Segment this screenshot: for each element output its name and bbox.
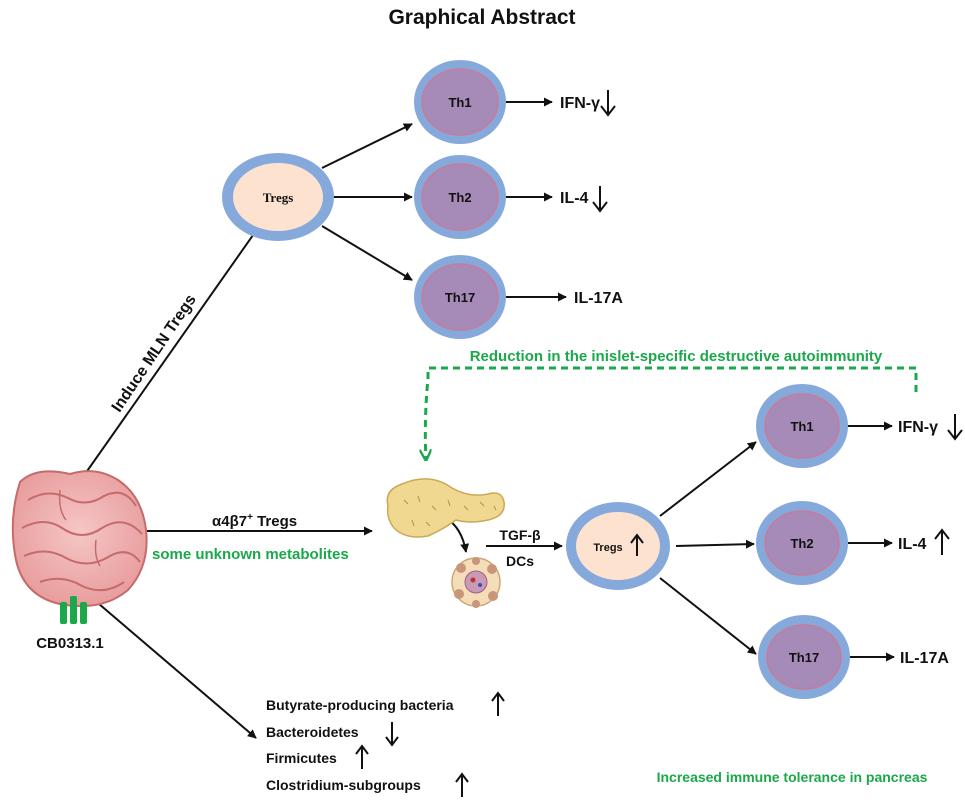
induce-arrow [77,227,259,485]
bottom-ifn-label: IFN-γ [898,419,938,436]
top-il17a-label: IL-17A [574,290,623,307]
top-th2-cell: Th2 [414,155,506,239]
bacteria-1-up-arrow-icon [491,691,505,716]
top-il4-down-arrow-icon [592,186,608,213]
induce-mln-label: Induce MLN Tregs [109,292,200,416]
top-th17-label: Th17 [445,290,475,305]
top-ifn-down-arrow-icon [600,90,616,117]
bottom-il4-label: IL-4 [898,536,927,553]
intestine-icon [11,470,148,608]
top-ifn-label: IFN-γ [560,95,600,112]
bacteria-3-up-arrow-icon [355,744,369,769]
top-tregs-cell: Tregs [222,153,334,241]
top-th2-label: Th2 [448,190,471,205]
bottom-ifn-down-arrow-icon [947,414,963,441]
bottom-il17a-label: IL-17A [900,650,949,667]
bacteria-arrow [91,597,257,739]
bottom-tregs-cell: Tregs [566,502,670,590]
arrow-tregs-th17-top [321,225,413,281]
strain-label: CB0313.1 [36,635,104,652]
feedback-label: Reduction in the inislet-specific destru… [470,348,883,365]
pancreas-icon [386,478,505,538]
arrow-tregs-th17-bottom [659,577,757,655]
bottom-tregs-label: Tregs [593,542,622,554]
metabolites-label: some unknown metabolites [152,546,349,563]
page-title: Graphical Abstract [388,6,575,29]
tgf-beta-label: TGF-β [499,527,541,543]
bottom-th17-label: Th17 [789,650,819,665]
top-il4-label: IL-4 [560,190,589,207]
bottom-th2-label: Th2 [790,536,813,551]
top-th1-label: Th1 [448,95,471,110]
top-th17-cell: Th17 [414,255,506,339]
conclusion-label: Increased immune tolerance in pancreas [657,769,928,785]
bottom-th1-label: Th1 [790,419,813,434]
dcs-label: DCs [506,553,534,569]
bottom-th17-cell: Th17 [758,615,850,699]
islet-icon [451,557,501,608]
bacteria-2-down-arrow-icon [385,722,399,747]
arrow-group [77,97,895,739]
bacteria-4-label: Clostridium-subgroups [266,777,421,793]
arrow-tregs-th1-bottom [659,441,757,517]
bottom-th2-cell: Th2 [756,501,848,585]
top-th1-cell: Th1 [414,60,506,144]
bottom-th1-cell: Th1 [756,384,848,468]
arrow-tregs-th1-top [321,123,413,169]
bacteria-3-label: Firmicutes [266,750,337,766]
arrow-tregs-th2-bottom [675,539,755,549]
feedback-dashed-arrow [425,366,918,460]
bacteria-4-up-arrow-icon [455,772,469,797]
bacteria-1-label: Butyrate-producing bacteria [266,697,454,713]
a4b7-tregs-label: α4β7+ Tregs [212,512,297,530]
bottom-il4-up-arrow-icon [934,528,950,555]
cb-strain-bars-icon [60,596,87,624]
bottom-tregs-up-arrow-icon [630,533,644,556]
top-tregs-label: Tregs [263,190,294,205]
bacteria-2-label: Bacteroidetes [266,724,359,740]
